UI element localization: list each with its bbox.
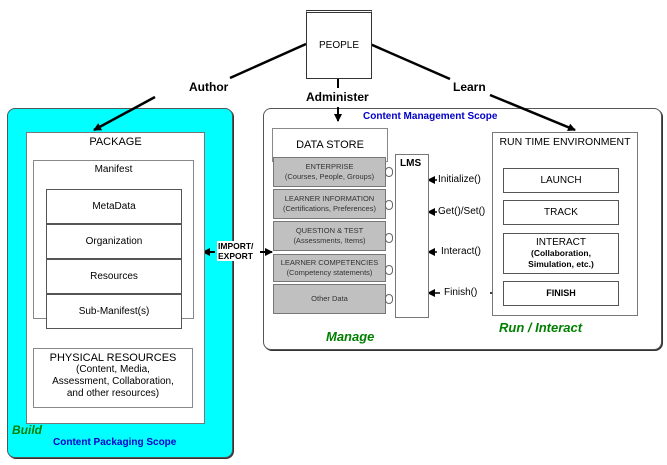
data-store-title-box: DATA STORE [272, 128, 388, 162]
rte-item-sub: (Collaboration, Simulation, etc.) [528, 248, 594, 269]
manifest-title: Manifest [94, 164, 133, 175]
connector-icon [385, 294, 393, 304]
author-line-upper [229, 42, 307, 80]
ds-item-sub: (Competency statements) [286, 268, 373, 277]
physical-resources-title: PHYSICAL RESOURCES [49, 352, 177, 364]
rte-title: RUN TIME ENVIRONMENT [499, 136, 631, 148]
data-store-item-learner-competencies: LEARNER COMPETENCIES (Competency stateme… [273, 254, 386, 282]
ds-item-title: LEARNER INFORMATION [284, 194, 375, 203]
learn-line-upper [369, 42, 451, 81]
import-export-label: IMPORT/ EXPORT [217, 241, 255, 261]
physical-resources-line: (Content, Media, [76, 364, 150, 375]
manifest-item-sub-manifests: Sub-Manifest(s) [46, 294, 182, 329]
data-store-item-learner-information: LEARNER INFORMATION (Certifications, Pre… [273, 189, 386, 219]
content-packaging-scope-label: Content Packaging Scope [53, 437, 177, 448]
people-box: PEOPLE [306, 10, 372, 79]
administer-label: Administer [304, 90, 371, 104]
data-store-item-question-test: QUESTION & TEST (Assessments, Items) [273, 221, 386, 251]
ds-item-sub: (Certifications, Preferences) [283, 204, 376, 213]
content-management-scope-label: Content Management Scope [363, 111, 498, 122]
manifest-item-organization: Organization [46, 224, 182, 259]
ds-item-title: QUESTION & TEST [295, 226, 364, 235]
rte-item-interact: INTERACT (Collaboration, Simulation, etc… [503, 233, 619, 274]
ds-item-sub: (Courses, People, Groups) [284, 172, 375, 181]
rte-item-finish: FINISH [503, 281, 619, 306]
api-initialize-label: Initialize() [437, 174, 482, 185]
build-phase-label: Build [12, 423, 42, 437]
lms-label: LMS [400, 158, 422, 169]
ds-item-title: Other Data [311, 294, 348, 303]
connector-icon [385, 167, 393, 177]
api-finish-label: Finish() [443, 287, 479, 298]
rte-item-title: INTERACT [536, 237, 586, 248]
manifest-item-label: Resources [90, 271, 138, 282]
rte-item-title: LAUNCH [540, 175, 582, 186]
learn-label: Learn [451, 80, 488, 94]
data-store-item-other-data: Other Data [273, 284, 386, 314]
manifest-item-label: Sub-Manifest(s) [78, 306, 150, 317]
api-interact-label: Interact() [440, 246, 483, 257]
manage-phase-label: Manage [326, 329, 375, 344]
author-label: Author [187, 80, 231, 94]
connector-icon [385, 265, 393, 275]
data-store-item-enterprise: ENTERPRISE (Courses, People, Groups) [273, 157, 386, 187]
api-get-set-label: Get()/Set() [437, 206, 487, 217]
manifest-item-label: MetaData [92, 201, 136, 212]
export-label: EXPORT [218, 251, 253, 261]
ds-item-title: ENTERPRISE [305, 162, 354, 171]
manifest-item-resources: Resources [46, 259, 182, 294]
rte-item-title: TRACK [544, 207, 578, 218]
ds-item-title: LEARNER COMPETENCIES [280, 258, 379, 267]
physical-resources-line: Assessment, Collaboration, [52, 376, 174, 387]
manifest-item-label: Organization [85, 236, 143, 247]
people-label: PEOPLE [318, 40, 360, 51]
rte-item-launch: LAUNCH [503, 168, 619, 193]
connector-icon [385, 200, 393, 210]
ds-item-sub: (Assessments, Items) [293, 236, 366, 245]
run-interact-phase-label: Run / Interact [499, 320, 583, 335]
rte-item-title: FINISH [546, 288, 576, 298]
physical-resources-line: and other resources) [66, 388, 160, 399]
connector-icon [385, 233, 393, 243]
rte-item-track: TRACK [503, 200, 619, 225]
manifest-item-metadata: MetaData [46, 189, 182, 224]
package-title: PACKAGE [89, 136, 142, 148]
data-store-title: DATA STORE [296, 139, 364, 151]
import-label: IMPORT/ [218, 241, 254, 251]
lms-box: LMS [395, 154, 429, 318]
physical-resources-box: PHYSICAL RESOURCES (Content, Media, Asse… [33, 348, 193, 408]
